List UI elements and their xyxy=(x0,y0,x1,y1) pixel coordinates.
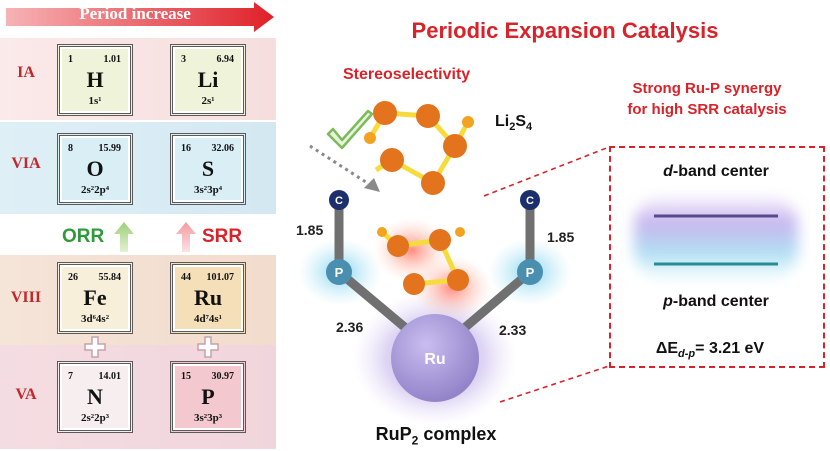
element-symbol: Ru xyxy=(193,285,223,310)
p-atom-right: P xyxy=(526,265,535,280)
bond-length-ru-p-right: 2.33 xyxy=(499,322,527,338)
li2s4-formula: Li2S4 xyxy=(495,113,533,134)
element-cell-ru: 44 101.07 Ru 4d⁷4s¹ xyxy=(170,262,246,334)
atomic-mass: 14.01 xyxy=(98,371,122,382)
atomic-number: 26 xyxy=(68,272,78,283)
atomic-mass: 30.97 xyxy=(211,371,235,382)
atomic-mass: 101.07 xyxy=(206,272,235,283)
atomic-number: 1 xyxy=(68,54,73,65)
c-atom-left: C xyxy=(335,195,343,207)
c-atom-right: C xyxy=(526,195,534,207)
zoom-connector-lines xyxy=(483,146,610,403)
element-symbol: Fe xyxy=(83,285,107,310)
li2s4-molecule xyxy=(364,101,474,195)
synergy-label: Strong Ru-P synergy for high SRR catalys… xyxy=(594,78,820,120)
atomic-number: 16 xyxy=(181,143,191,154)
atomic-number: 3 xyxy=(181,54,186,65)
band-glow xyxy=(634,196,798,280)
electron-config: 2s¹ xyxy=(201,95,215,107)
atomic-number: 44 xyxy=(181,272,191,283)
dotted-arrow-icon xyxy=(309,144,380,192)
sulfur-atom xyxy=(421,171,445,195)
synergy-line-2: for high SRR catalysis xyxy=(627,101,787,118)
atomic-number: 15 xyxy=(181,371,191,382)
lithium-atom xyxy=(364,132,376,144)
atomic-number: 8 xyxy=(68,143,73,154)
atomic-number: 7 xyxy=(68,371,73,382)
element-cell-n: 7 14.01 N 2s²2p³ xyxy=(57,361,133,433)
electron-config: 2s²2p³ xyxy=(81,412,109,424)
electron-config: 3d⁶4s² xyxy=(81,313,109,325)
sulfur-atom xyxy=(416,104,440,128)
srr-label: SRR xyxy=(202,226,243,247)
element-symbol: S xyxy=(201,156,215,181)
element-symbol: H xyxy=(86,67,104,92)
orr-label: ORR xyxy=(62,226,105,247)
synergy-line-1: Strong Ru-P synergy xyxy=(632,80,782,97)
lithium-atom xyxy=(462,116,474,128)
bond-length-ru-p-left: 2.36 xyxy=(336,319,364,335)
period-increase-arrow xyxy=(6,2,274,32)
p-atom-left: P xyxy=(335,265,344,280)
element-symbol: P xyxy=(201,384,215,409)
atomic-mass: 32.06 xyxy=(211,143,235,154)
atomic-mass: 1.01 xyxy=(103,54,122,65)
element-cell-o: 8 15.99 O 2s²2p⁴ xyxy=(57,133,133,205)
delta-e-label: ΔEd-p= 3.21 eV xyxy=(655,340,765,361)
main-title: Periodic Expansion Catalysis xyxy=(411,18,719,43)
checkmark-icon xyxy=(326,109,374,150)
electron-config: 2s²2p⁴ xyxy=(81,184,109,196)
electron-config: 1s¹ xyxy=(88,95,102,107)
element-symbol: O xyxy=(86,156,104,181)
group-label-via: VIA xyxy=(11,155,41,172)
sulfur-atom xyxy=(443,134,467,158)
element-symbol: Li xyxy=(197,67,219,92)
rup2-complex-label: RuP2 complex xyxy=(375,424,497,448)
electron-config: 4d⁷4s¹ xyxy=(194,313,222,325)
d-band-center-label: d-band center xyxy=(663,163,769,180)
element-symbol: N xyxy=(87,384,103,409)
group-label-viii: VIII xyxy=(10,289,42,306)
bond-length-c-p-right: 1.85 xyxy=(547,229,575,245)
element-cell-li: 3 6.94 Li 2s¹ xyxy=(170,44,246,116)
atomic-mass: 6.94 xyxy=(216,54,235,65)
atomic-mass: 55.84 xyxy=(98,272,122,283)
element-cell-h: 1 1.01 H 1s¹ xyxy=(57,44,133,116)
p-band-center-label: p-band center xyxy=(663,293,769,310)
up-arrow-pink-icon xyxy=(176,222,196,252)
group-label-va: VA xyxy=(15,386,37,403)
ru-atom: Ru xyxy=(424,351,445,368)
atomic-mass: 15.99 xyxy=(98,143,122,154)
element-cell-s: 16 32.06 S 3s²3p⁴ xyxy=(170,133,246,205)
rup2-complex: C C P P Ru xyxy=(298,190,572,426)
period-increase-label: Period increase xyxy=(79,4,191,23)
electron-config: 3s²3p³ xyxy=(194,412,222,424)
group-label-ia: IA xyxy=(17,64,35,81)
electron-config: 3s²3p⁴ xyxy=(194,184,222,196)
plus-icon-left xyxy=(84,336,106,358)
element-cell-p: 15 30.97 P 3s²3p³ xyxy=(170,361,246,433)
band-center-box xyxy=(609,146,825,368)
sulfur-atom xyxy=(380,148,404,172)
plus-icon-right xyxy=(197,336,219,358)
bond-length-c-p-left: 1.85 xyxy=(296,222,324,238)
sulfur-atom xyxy=(373,101,397,125)
stereoselectivity-label: Stereoselectivity xyxy=(343,66,471,83)
up-arrow-green-icon xyxy=(114,222,134,252)
element-cell-fe: 26 55.84 Fe 3d⁶4s² xyxy=(57,262,133,334)
